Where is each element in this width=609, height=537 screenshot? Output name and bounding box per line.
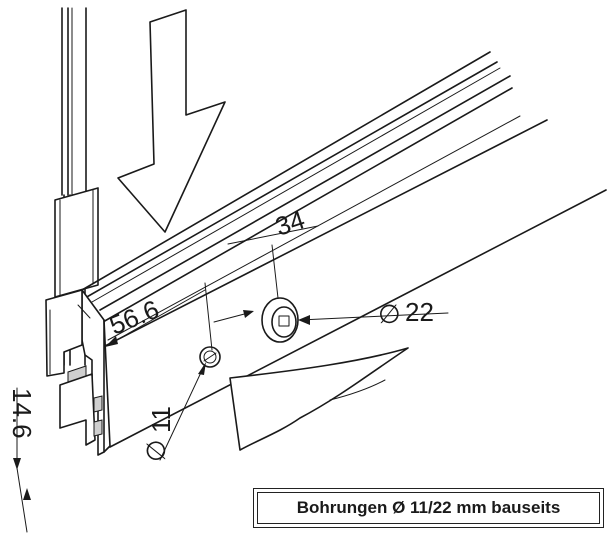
- insertion-arrow: [117, 9, 226, 233]
- note-box: Bohrungen Ø 11/22 mm bauseits: [253, 488, 604, 528]
- note-text: Bohrungen Ø 11/22 mm bauseits: [296, 498, 561, 517]
- hole-22: [261, 297, 299, 343]
- rail-profile: [45, 51, 607, 456]
- dim-56-6: 56.6: [105, 294, 163, 341]
- dimension-lines: [13, 225, 449, 533]
- hole-11: [199, 346, 221, 368]
- dim-11: 11: [146, 406, 176, 433]
- clamp-gasket: [54, 187, 99, 298]
- handle: [229, 347, 409, 451]
- diameter-symbol-22: ∅: [378, 299, 401, 329]
- note-inner-frame: Bohrungen Ø 11/22 mm bauseits: [257, 492, 600, 524]
- dim-34: 34: [272, 204, 309, 241]
- dim-22: 22: [405, 297, 434, 327]
- diameter-symbol-11: ∅: [141, 439, 171, 462]
- dim-14-6: 14.6: [7, 388, 37, 439]
